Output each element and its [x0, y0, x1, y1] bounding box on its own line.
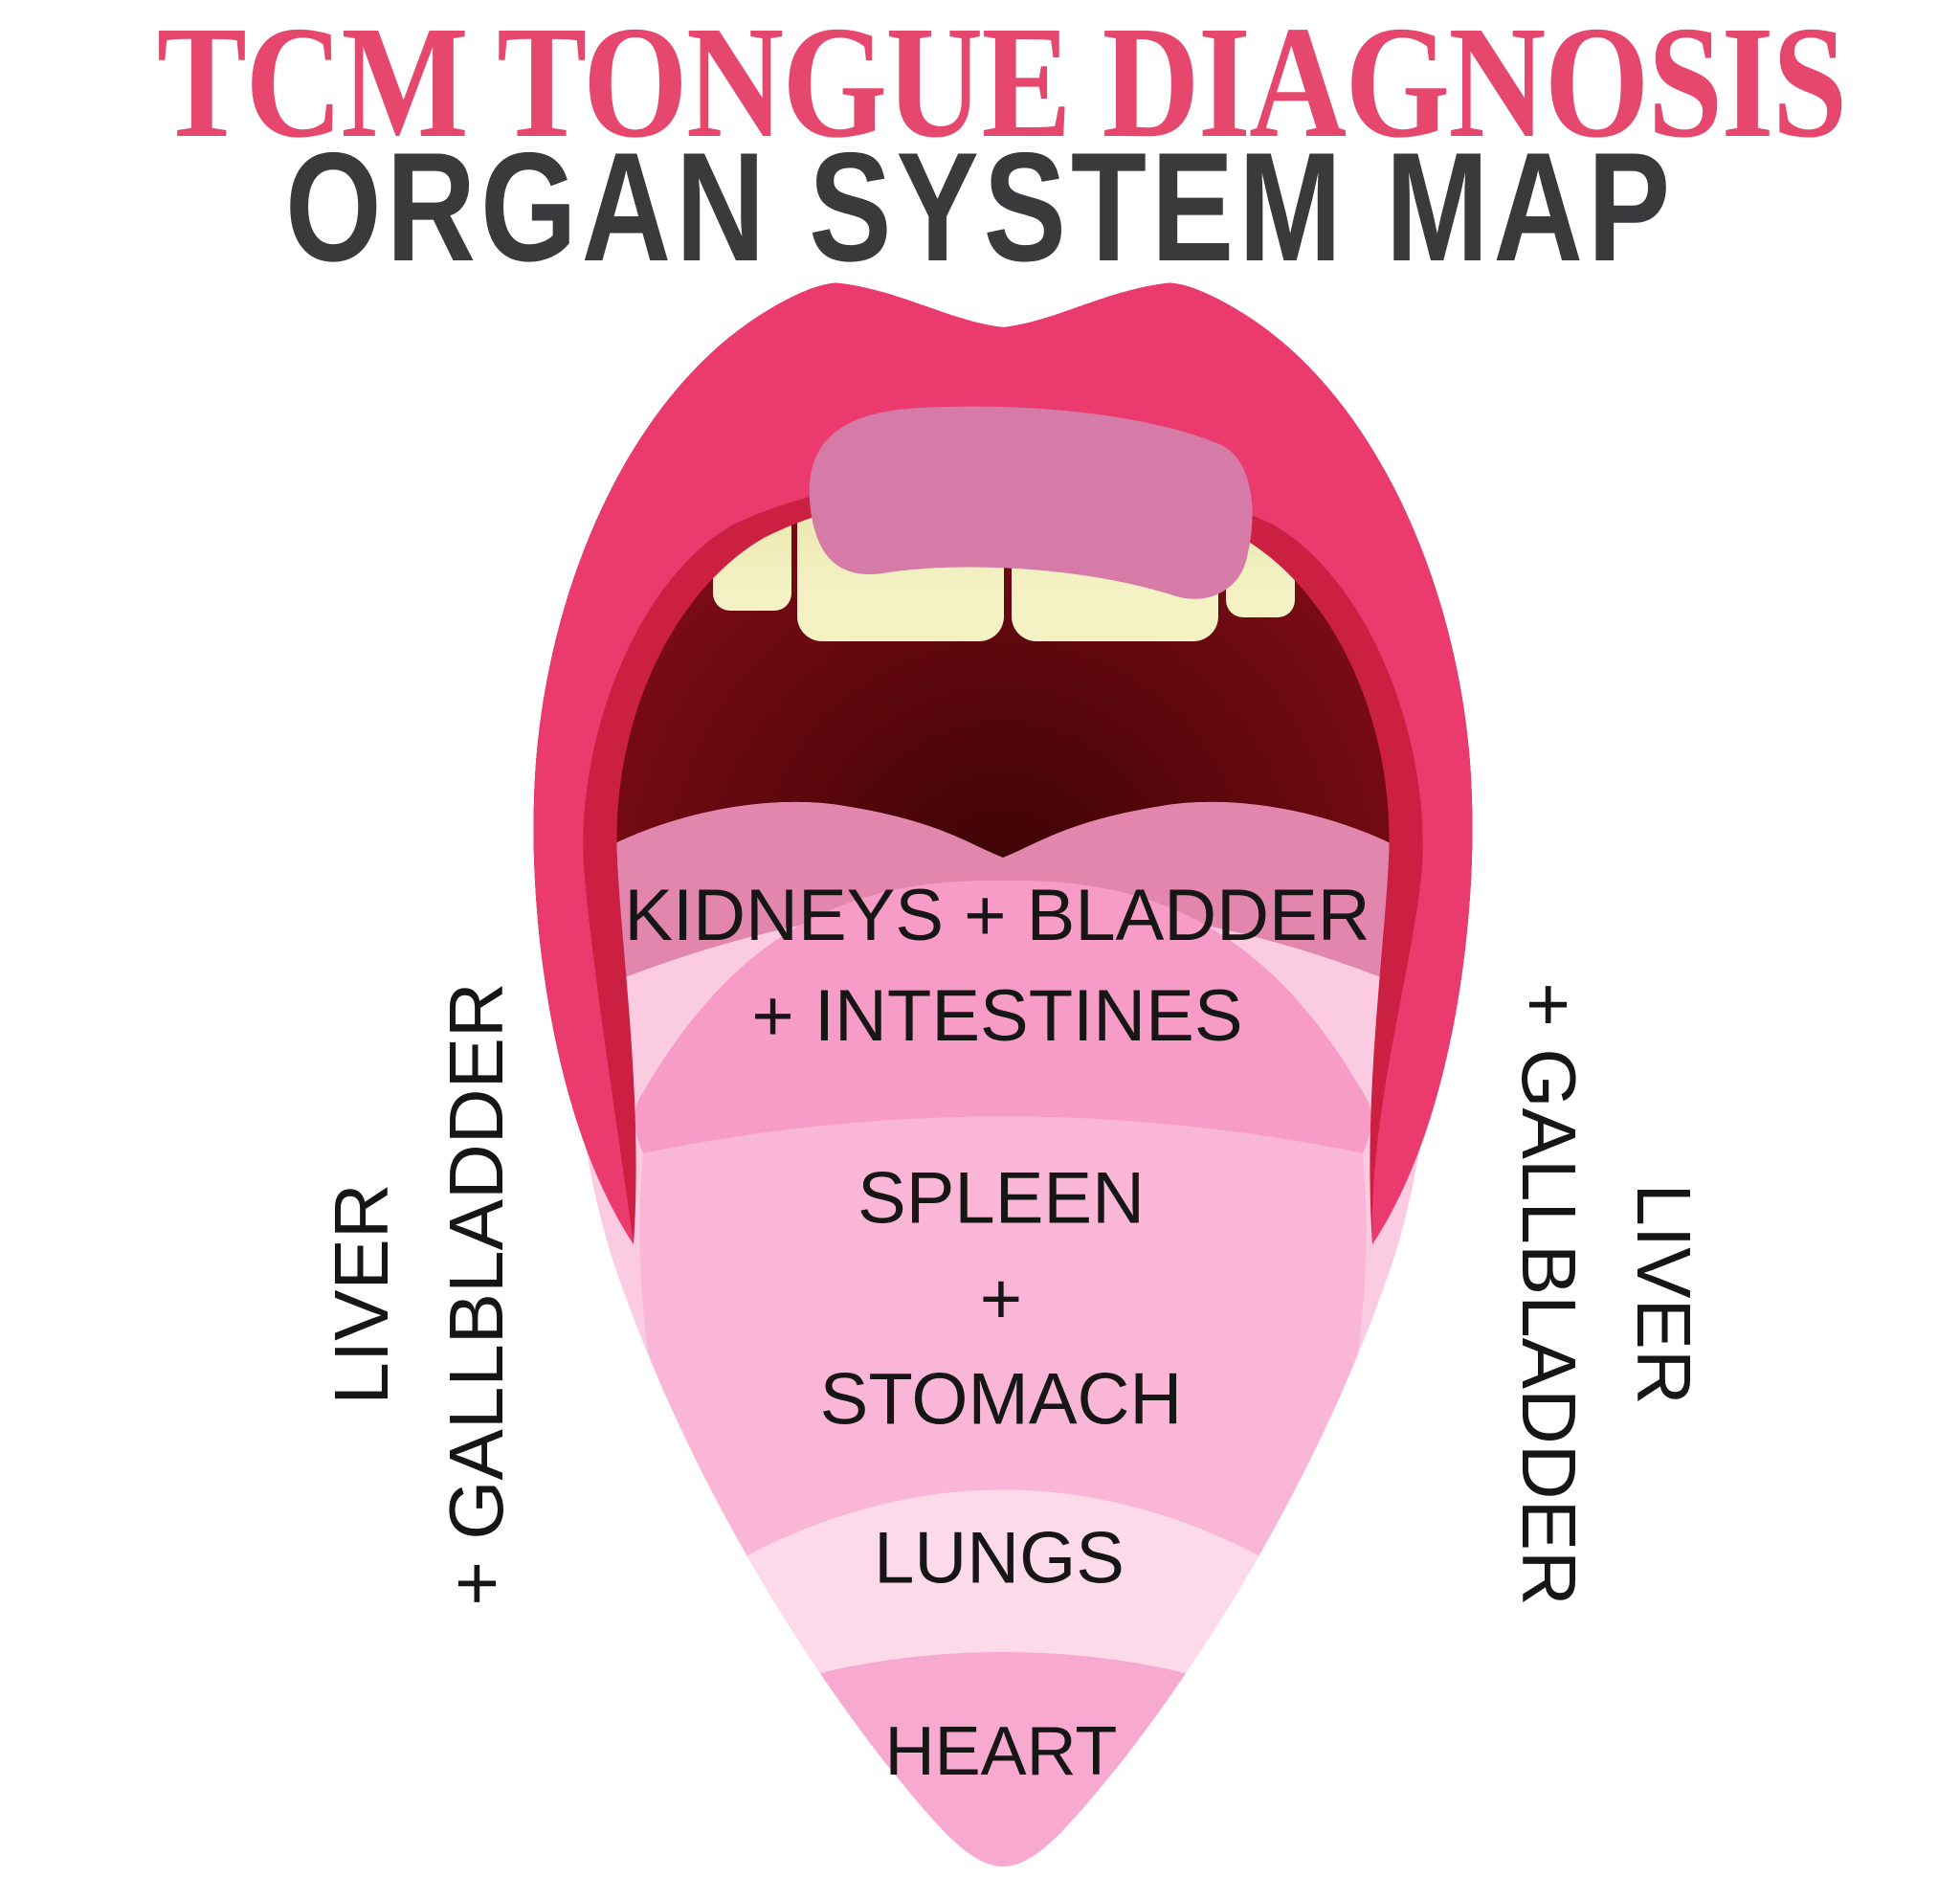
- liver-left-line2: + GALLBLADDER: [434, 982, 519, 1606]
- kidneys-label-line2: + INTESTINES: [751, 975, 1243, 1057]
- kidneys-bladder-intestines-label: KIDNEYS + BLADDER + INTESTINES: [624, 866, 1370, 1067]
- spleen-label-line3: STOMACH: [819, 1358, 1183, 1441]
- spleen-label-line2: +: [979, 1258, 1023, 1340]
- spleen-label-line1: SPLEEN: [858, 1157, 1145, 1240]
- page-title: TCM TONGUE DIAGNOSIS: [156, 0, 1847, 171]
- liver-gallbladder-label-right: LIVER + GALLBLADDER: [1491, 982, 1721, 1605]
- kidneys-region-shape: [634, 880, 1372, 1153]
- heart-label: HEART: [885, 1712, 1118, 1791]
- liver-right-line2: + GALLBLADDER: [1506, 982, 1592, 1606]
- kidneys-label-line1: KIDNEYS + BLADDER: [624, 875, 1370, 957]
- spleen-region-shape: [639, 1116, 1367, 1575]
- liver-gallbladder-label-left: LIVER + GALLBLADDER: [304, 982, 534, 1605]
- liver-right-line1: LIVER: [1621, 1183, 1706, 1405]
- lip-highlight: [809, 406, 1253, 599]
- page-subtitle: ORGAN SYSTEM MAP: [284, 121, 1676, 294]
- lungs-label-text: LUNGS: [874, 1517, 1125, 1599]
- lungs-label: LUNGS: [874, 1517, 1125, 1600]
- tongue: [572, 801, 1434, 1867]
- spleen-stomach-label: SPLEEN + STOMACH: [820, 1150, 1183, 1451]
- heart-label-text: HEART: [884, 1713, 1118, 1790]
- liver-left-line1: LIVER: [319, 1183, 404, 1405]
